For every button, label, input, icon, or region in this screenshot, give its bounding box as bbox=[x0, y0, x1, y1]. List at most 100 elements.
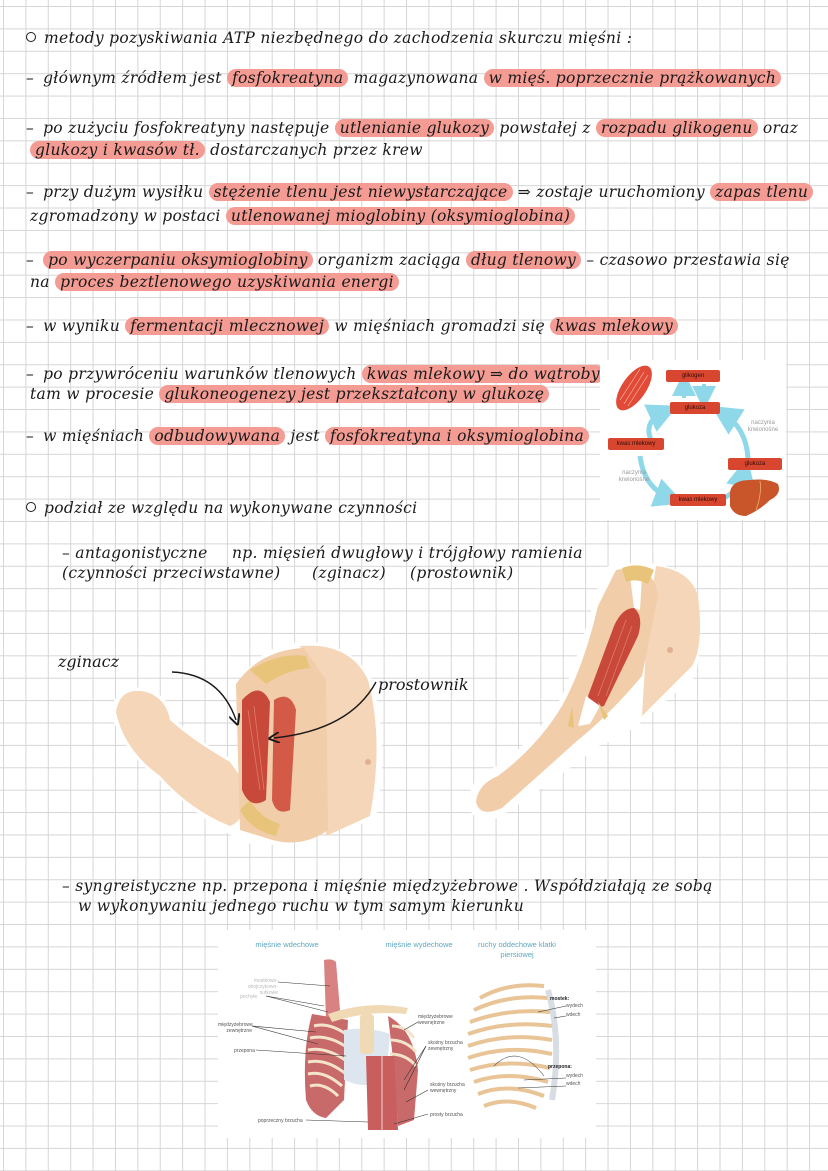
label-diaphragm-inhale: wdech bbox=[566, 1081, 581, 1087]
text-segment: w wyniku bbox=[43, 317, 126, 335]
section1-item-1-line-1: –głównym źródłem jest fosfokreatyna maga… bbox=[26, 68, 782, 88]
highlighted-text: glukozy i kwasów tł. bbox=[30, 141, 205, 159]
highlighted-text: fosfokreatyna bbox=[227, 69, 349, 87]
text-segment: jest bbox=[285, 427, 326, 445]
highlighted-text: kwas mlekowy ⇒ do wątroby bbox=[361, 365, 605, 383]
kwas-mlekowy-muscle-box: kwas mlekowy bbox=[608, 438, 664, 450]
highlighted-text: po wyczerpaniu oksymioglobiny bbox=[43, 251, 313, 269]
label-ext-intercostal: międzyżebrowe zewnętrzne bbox=[218, 1022, 253, 1034]
inhale-muscles-title: mięśnie wdechowe bbox=[255, 940, 319, 949]
label-int-intercostal: międzyżebrowe wewnętrzne bbox=[418, 1014, 453, 1026]
kwas-mlekowy-liver-box: kwas mlekowy bbox=[670, 494, 726, 506]
exhale-muscles-title: mięśnie wydechowe bbox=[385, 940, 453, 949]
dash-bullet-icon: – bbox=[26, 427, 35, 445]
text-segment: w mięśniach bbox=[43, 427, 150, 445]
text-segment: organizm zaciąga bbox=[312, 251, 467, 269]
text-segment: w mięśniach gromadzi się bbox=[329, 317, 551, 335]
label-transverse-abdominis: poprzeczny brzucha bbox=[258, 1118, 303, 1124]
text-segment: głównym źródłem jest bbox=[43, 69, 228, 87]
section1-item-6-line-1: –po przywróceniu warunków tlenowych kwas… bbox=[26, 364, 615, 384]
antagonistic-line2a: (czynności przeciwstawne) bbox=[62, 564, 281, 582]
dash-bullet-icon: – bbox=[26, 365, 35, 383]
section1-heading: metody pozyskiwania ATP niezbędnego do z… bbox=[26, 28, 632, 48]
antagonistic-line2c: (prostownik) bbox=[410, 564, 514, 582]
label-int-oblique: skośny brzucha wewnętrzny bbox=[430, 1082, 465, 1094]
section1-item-2-line-1: –po zużyciu fosfokreatyny następuje utle… bbox=[26, 118, 798, 138]
highlighted-text: utlenowanej mioglobiny (oksymioglobina) bbox=[225, 207, 576, 225]
section1-item-6-line-2: tam w procesie glukoneogenezy jest przek… bbox=[30, 384, 550, 404]
antagonistic-line2b: (zginacz) bbox=[312, 564, 386, 582]
highlighted-text: stężenie tlenu jest niewystarczające bbox=[208, 183, 513, 201]
text-segment: powstałej z bbox=[494, 119, 596, 137]
text-segment: magazynowana bbox=[348, 69, 484, 87]
dash-bullet-icon: – bbox=[26, 183, 35, 201]
ribcage-movement-title: ruchy oddechowe klatki piersiowej bbox=[478, 940, 556, 959]
flexor-label: zginacz bbox=[58, 652, 120, 671]
label-diaphragm: przepona bbox=[234, 1048, 255, 1054]
highlighted-text: dług tlenowy bbox=[466, 251, 582, 269]
extended-arm-illustration bbox=[468, 562, 700, 820]
circle-bullet-icon bbox=[26, 502, 36, 512]
section2-heading: podział ze względu na wykonywane czynnoś… bbox=[26, 498, 417, 518]
text-segment: po zużyciu fosfokreatyny następuje bbox=[43, 119, 335, 137]
muscle-icon bbox=[616, 365, 652, 411]
label-sternum-exhale: wydech bbox=[566, 1003, 583, 1009]
label-scalene: pochyłe bbox=[240, 994, 258, 1000]
text-segment: przy dużym wysiłku bbox=[43, 183, 209, 201]
text-segment: dostarczanych przez krew bbox=[204, 141, 423, 159]
cori-cycle-diagram: glikogen glukoza kwas mlekowy glukoza kw… bbox=[600, 360, 786, 520]
respiratory-muscles-diagram: mięśnie wdechowe mięśnie wydechowe ruchy… bbox=[218, 930, 596, 1138]
synergistic-line2: w wykonywaniu jednego ruchu w tym samym … bbox=[78, 897, 524, 915]
antagonistic-line1a: – antagonistyczne bbox=[62, 544, 208, 562]
highlighted-text: odbudowywana bbox=[149, 427, 286, 445]
vessel-label-left: naczynia krwionośne bbox=[618, 470, 650, 483]
dash-bullet-icon: – bbox=[26, 251, 35, 269]
dash-bullet-icon: – bbox=[26, 317, 35, 335]
text-segment: – czasowo przestawia się bbox=[581, 251, 790, 269]
text-segment: tam w procesie bbox=[30, 385, 160, 403]
section1-item-4-line-1: –po wyczerpaniu oksymioglobiny organizm … bbox=[26, 250, 790, 270]
section1-item-2-line-2: glukozy i kwasów tł. dostarczanych przez… bbox=[30, 140, 423, 160]
label-ribcage-diaphragm: przepona: bbox=[548, 1064, 572, 1070]
label-diaphragm-exhale: wydech bbox=[566, 1073, 583, 1079]
dash-bullet-icon: – bbox=[26, 119, 35, 137]
highlighted-text: utlenianie glukozy bbox=[334, 119, 495, 137]
cycle-arrows-icon bbox=[616, 365, 779, 516]
highlighted-text: kwas mlekowy bbox=[550, 317, 679, 335]
highlighted-text: zapas tlenu bbox=[710, 183, 814, 201]
extensor-label: prostownik bbox=[378, 675, 469, 694]
circle-bullet-icon bbox=[26, 32, 36, 42]
thorax-illustration bbox=[251, 959, 567, 1130]
section1-item-5-line-1: –w wyniku fermentacji mlecznowej w mięśn… bbox=[26, 316, 679, 336]
glukoza-liver-box: glukoza bbox=[728, 458, 782, 470]
text-segment: zgromadzony w postaci bbox=[30, 207, 226, 225]
highlighted-text: proces beztlenowego uzyskiwania energi bbox=[55, 273, 399, 291]
glukoza-muscle-box: glukoza bbox=[670, 402, 720, 414]
section1-item-7-line-1: –w mięśniach odbudowywana jest fosfokrea… bbox=[26, 426, 590, 446]
label-sternum: mostek: bbox=[550, 996, 570, 1002]
label-sternum-inhale: wdech bbox=[566, 1012, 581, 1018]
label-ext-oblique: skośny brzucha zewnętrzny bbox=[428, 1040, 463, 1052]
label-scm: mostkowo-obojczykowo-sutkowe bbox=[247, 978, 278, 996]
label-rectus-abdominis: prosty brzucha bbox=[430, 1112, 463, 1118]
antagonistic-line1b: np. mięsień dwugłowy i trójgłowy ramieni… bbox=[232, 544, 583, 562]
glikogen-box: glikogen bbox=[666, 370, 720, 382]
section1-item-3-line-1: –przy dużym wysiłku stężenie tlenu jest … bbox=[26, 182, 814, 202]
highlighted-text: fosfokreatyna i oksymioglobina bbox=[325, 427, 590, 445]
synergistic-line1: – syngreistyczne np. przepona i mięśnie … bbox=[62, 877, 713, 895]
vessel-label-right: naczynia krwionośne bbox=[747, 420, 779, 433]
highlighted-text: fermentacji mlecznowej bbox=[125, 317, 330, 335]
highlighted-text: glukoneogenezy jest przekształcony w glu… bbox=[159, 385, 550, 403]
highlighted-text: w mięś. poprzecznie prążkowanych bbox=[483, 69, 782, 87]
dash-bullet-icon: – bbox=[26, 69, 35, 87]
flexed-arm-illustration bbox=[110, 641, 383, 845]
label-arrows-icon bbox=[171, 671, 377, 750]
text-segment: po przywróceniu warunków tlenowych bbox=[43, 365, 362, 383]
text-segment: oraz bbox=[757, 119, 799, 137]
section1-item-4-line-2: na proces beztlenowego uzyskiwania energ… bbox=[30, 272, 399, 292]
highlighted-text: rozpadu glikogenu bbox=[596, 119, 758, 137]
liver-icon bbox=[730, 479, 779, 516]
text-segment: ⇒ zostaje uruchomiony bbox=[512, 183, 711, 201]
text-segment: na bbox=[30, 273, 56, 291]
section1-item-3-line-2: zgromadzony w postaci utlenowanej mioglo… bbox=[30, 206, 576, 226]
